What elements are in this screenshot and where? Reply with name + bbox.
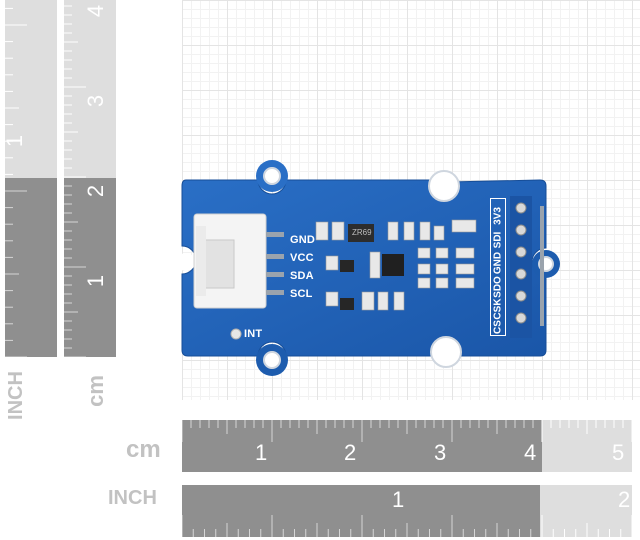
bottom-cm-unit-label: cm xyxy=(126,436,161,463)
chip-marking: ZR69 xyxy=(352,228,372,237)
silkscreen-sda: SDA xyxy=(290,270,314,282)
bottom-cm-number-2: 2 xyxy=(344,440,357,465)
header-label-3v3: 3V3 xyxy=(492,207,504,225)
silkscreen-int: INT xyxy=(244,328,263,340)
mount-hole-top xyxy=(263,167,281,185)
bottom-cm-number-1: 1 xyxy=(255,440,268,465)
left-inch-ruler: 1 2 xyxy=(5,0,57,357)
int-test-pad xyxy=(230,328,242,340)
bottom-inch-number-2: 2 xyxy=(618,487,631,512)
right-header-pads xyxy=(510,196,532,338)
grove-connector-slot xyxy=(203,239,235,289)
right-header-holes xyxy=(515,202,527,324)
right-cm-ruler: 1 2 3 4 xyxy=(64,0,116,357)
bottom-inch-ruler: 1 2 xyxy=(182,485,632,537)
right-cm-ruler-ticks xyxy=(64,5,86,357)
header-label-sdo: SDO xyxy=(492,276,504,298)
header-label-cs: CS xyxy=(492,320,504,334)
bottom-inch-ruler-ticks xyxy=(182,515,632,537)
bottom-cm-number-4: 4 xyxy=(524,440,537,465)
silkscreen-gnd: GND xyxy=(290,234,316,246)
bottom-cm-number-5: 5 xyxy=(612,440,625,465)
header-label-csk: CSK xyxy=(492,298,504,320)
right-header-label-strip: CS CSK SDO GND SDI 3V3 xyxy=(490,198,506,336)
bottom-inch-number-1: 1 xyxy=(392,487,405,512)
mount-hole-top-right xyxy=(428,170,460,202)
silkscreen-scl: SCL xyxy=(290,288,313,300)
grove-connector-pins xyxy=(266,232,284,295)
mount-hole-bottom-right xyxy=(430,336,462,368)
mount-hole-bottom xyxy=(263,351,281,369)
bottom-cm-number-3: 3 xyxy=(434,440,447,465)
bottom-inch-unit-label: INCH xyxy=(108,487,157,509)
bottom-cm-ruler: 1 2 3 4 5 xyxy=(182,420,632,472)
bottom-cm-ruler-ticks xyxy=(182,420,632,442)
header-label-gnd: GND xyxy=(492,251,504,275)
smd-components xyxy=(315,219,477,311)
left-inch-ruler-ticks xyxy=(5,7,27,357)
header-label-sdi: SDI xyxy=(492,231,504,249)
mount-hole-left xyxy=(177,253,195,271)
silkscreen-vcc: VCC xyxy=(290,252,314,264)
